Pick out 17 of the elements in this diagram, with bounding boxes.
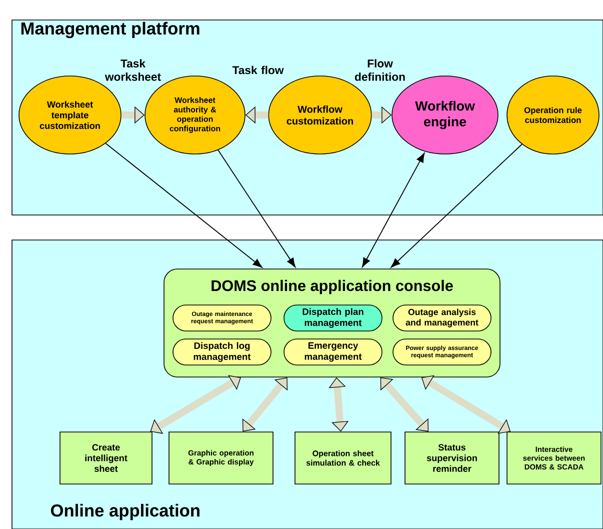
arrow — [105, 142, 262, 268]
block-arrow — [242, 377, 288, 432]
function-box: Status supervision reminder — [404, 432, 500, 484]
function-pill: Dispatch plan management — [284, 304, 382, 332]
function-pill: Emergency management — [284, 338, 382, 366]
edge-label: Task flow — [232, 66, 284, 74]
block-arrow — [150, 375, 241, 434]
function-pill: Outage analysis and management — [392, 304, 492, 332]
function-box: Create intelligent sheet — [60, 432, 152, 484]
panel-heading: Online application — [50, 504, 200, 520]
block-arrow — [380, 377, 429, 432]
arrow — [362, 152, 425, 268]
function-box: Operation sheet simulation & check — [294, 432, 392, 484]
arrow — [218, 150, 296, 268]
panel-heading: Management platform — [21, 22, 200, 38]
function-pill: Dispatch log management — [172, 338, 272, 366]
arrow — [390, 144, 522, 268]
